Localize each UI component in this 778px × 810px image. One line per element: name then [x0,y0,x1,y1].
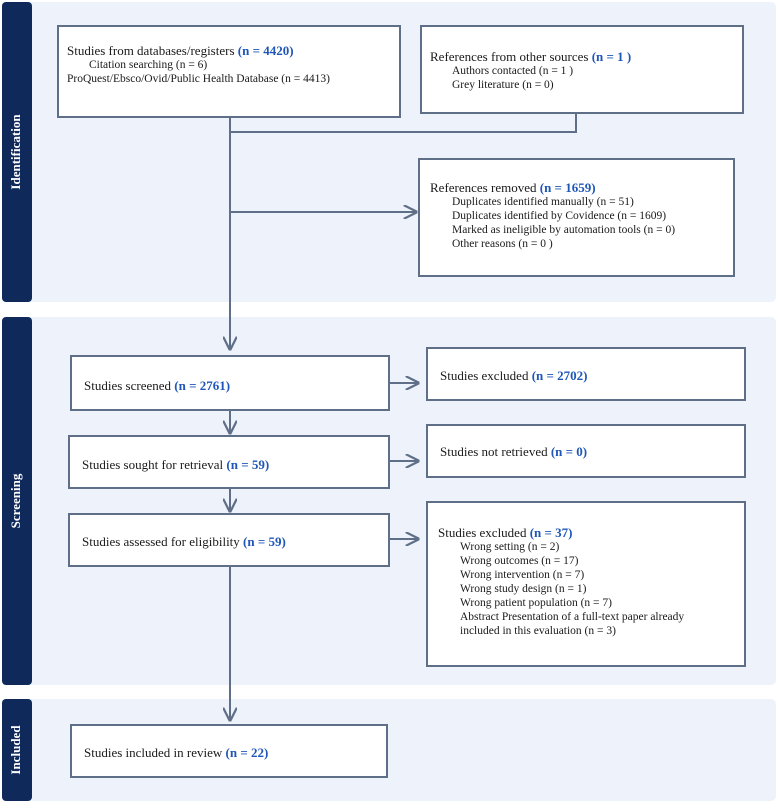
excluded-reason-item: Wrong patient population (n = 7) [460,597,612,609]
included-phase-tab [2,699,32,801]
databases-item: ProQuest/Ebsco/Ovid/Public Health Databa… [67,73,330,85]
other-sources-box: References from other sources (n = 1 ) A… [420,25,744,114]
removed-item: Marked as ineligible by automation tools… [452,224,676,236]
studies-screened-box: Studies screened (n = 2761) [70,355,390,411]
studies-not-retrieved-box: Studies not retrieved (n = 0) [426,424,746,478]
references-removed-box: References removed (n = 1659) Duplicates… [418,158,735,277]
excluded-full-heading: Studies excluded (n = 37) [438,525,573,540]
not-retrieved-heading: Studies not retrieved (n = 0) [440,444,588,459]
removed-item: Other reasons (n = 0 ) [452,238,553,250]
sought-heading: Studies sought for retrieval (n = 59) [82,457,270,472]
excluded-reason-item: included in this evaluation (n = 3) [460,625,616,637]
databases-registers-box: Studies from databases/registers (n = 44… [57,25,401,118]
identification-phase-tab [2,2,32,302]
other-sources-item: Grey literature (n = 0) [452,79,554,91]
studies-excluded-full-box: Studies excluded (n = 37) Wrong setting … [426,501,746,667]
screening-phase-tab [2,317,32,685]
excluded-reason-item: Wrong intervention (n = 7) [460,569,585,581]
studies-excluded-screen-box: Studies excluded (n = 2702) [426,347,746,401]
removed-item: Duplicates identified manually (n = 51) [452,196,634,208]
screened-heading: Studies screened (n = 2761) [84,378,231,393]
studies-assessed-box: Studies assessed for eligibility (n = 59… [68,513,390,567]
other-sources-heading: References from other sources (n = 1 ) [430,49,632,64]
studies-sought-box: Studies sought for retrieval (n = 59) [68,435,390,489]
merge-line-right [230,114,577,133]
removed-heading: References removed (n = 1659) [430,180,596,195]
studies-included-box: Studies included in review (n = 22) [70,724,388,778]
excluded-reason-item: Wrong study design (n = 1) [460,583,587,595]
included-heading: Studies included in review (n = 22) [84,745,269,760]
other-sources-item: Authors contacted (n = 1 ) [452,65,574,77]
databases-heading: Studies from databases/registers (n = 44… [67,43,294,58]
removed-item: Duplicates identified by Covidence (n = … [452,210,667,222]
excluded-screen-heading: Studies excluded (n = 2702) [440,368,588,383]
assessed-heading: Studies assessed for eligibility (n = 59… [82,534,286,549]
excluded-reason-item: Abstract Presentation of a full-text pap… [460,611,685,623]
excluded-reason-item: Wrong setting (n = 2) [460,541,560,553]
databases-item: Citation searching (n = 6) [89,59,208,71]
excluded-reason-item: Wrong outcomes (n = 17) [460,555,579,567]
